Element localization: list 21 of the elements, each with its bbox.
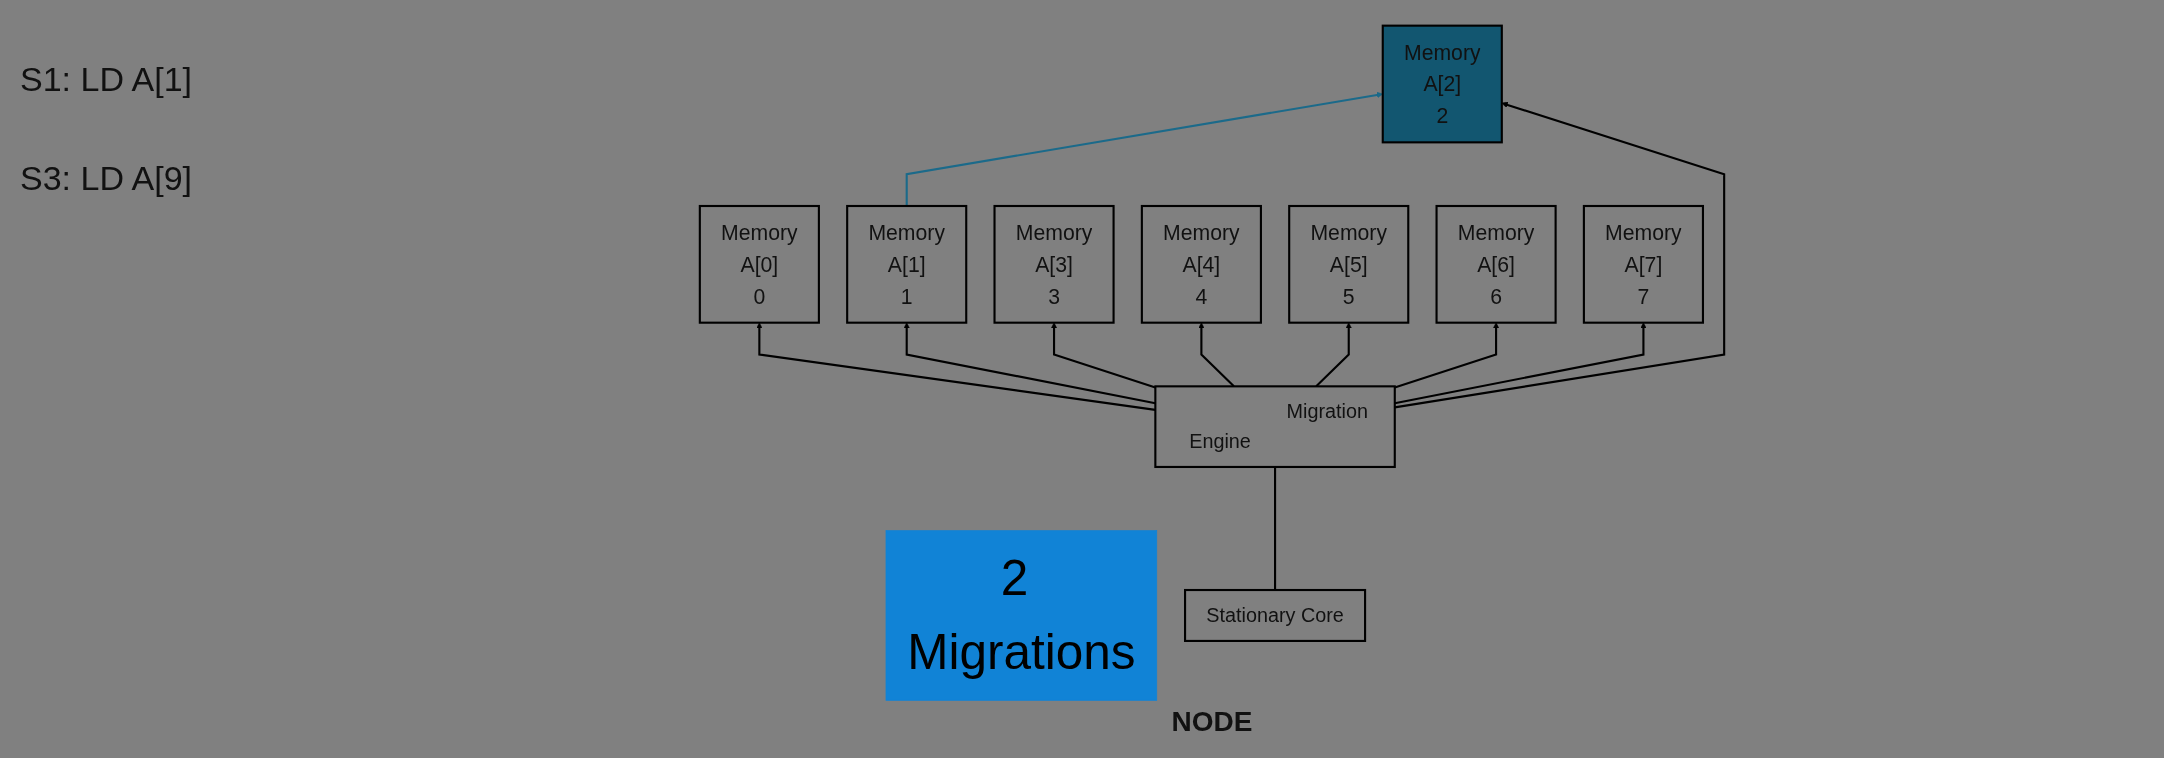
node-box: Stationary Core xyxy=(1184,588,1367,642)
instruction-label: S3: LD A[9] xyxy=(20,159,193,198)
node-caption: NODE xyxy=(1171,706,1253,737)
node-box: Memory A[4] 4 xyxy=(1140,204,1262,324)
node-box: Memory A[0] 0 xyxy=(698,204,820,324)
arrow xyxy=(756,322,1156,411)
arrow xyxy=(1394,101,1726,409)
arrow xyxy=(1394,322,1500,389)
node-box: 2 Migrations xyxy=(885,530,1158,701)
instruction-label: S1: LD A[1] xyxy=(20,60,193,99)
arrow xyxy=(1394,322,1647,405)
node-box: Migration Engine xyxy=(1154,385,1396,468)
node-box: Memory A[1] 1 xyxy=(846,204,968,324)
node-box: Memory A[5] 5 xyxy=(1288,204,1410,324)
node-box: Memory A[3] 3 xyxy=(993,204,1115,324)
arrow xyxy=(903,322,1156,405)
node-box: Memory A[7] 7 xyxy=(1582,204,1704,324)
node-box: Memory A[6] 6 xyxy=(1435,204,1557,324)
arrow xyxy=(1050,322,1156,389)
node-box: Memory A[2] 2 xyxy=(1381,24,1503,144)
connector xyxy=(1274,466,1277,590)
